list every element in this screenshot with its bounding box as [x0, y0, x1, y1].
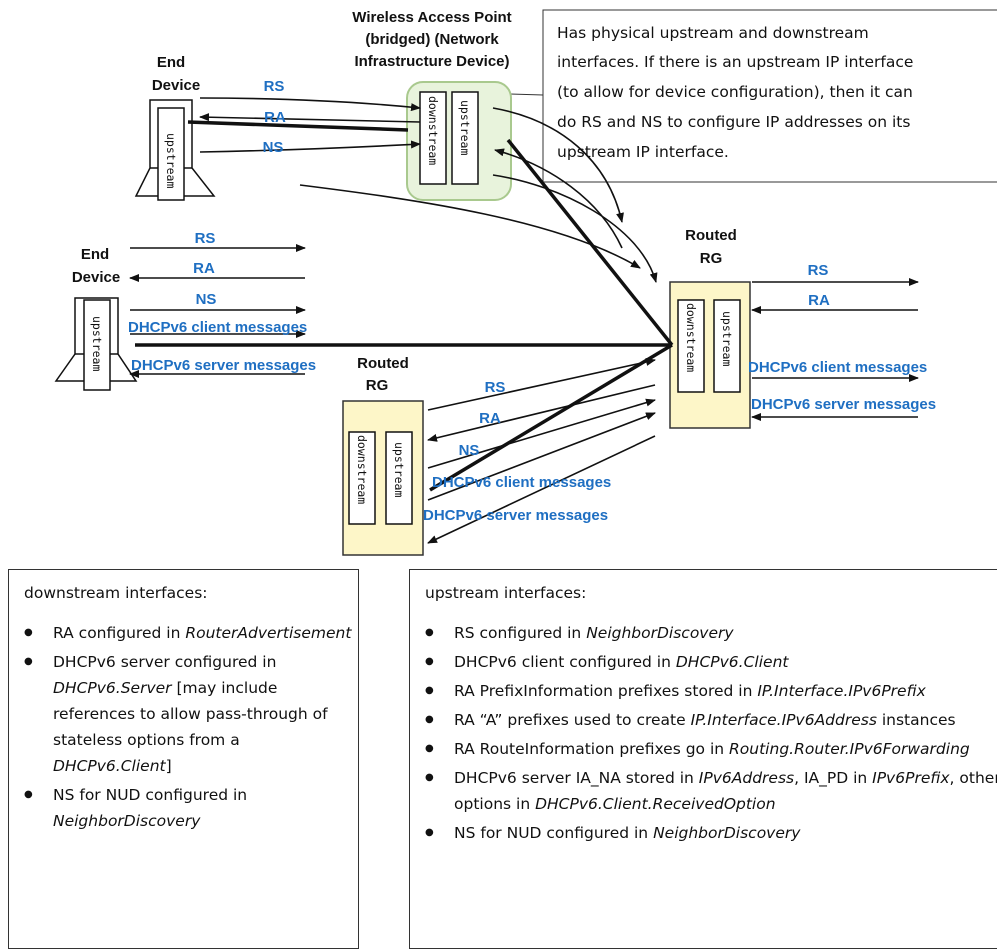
upstream-interface-label: upstream — [90, 316, 104, 371]
list-item: RA RouteInformation prefixes go in Routi… — [410, 736, 997, 762]
msg-dhcp-client: DHCPv6 client messages — [432, 474, 611, 491]
list-item: NS for NUD configured in NeighborDiscove… — [9, 782, 358, 834]
svg-text:Infrastructure Device): Infrastructure Device) — [354, 53, 509, 70]
callout-line: do RS and NS to configure IP addresses o… — [557, 113, 910, 131]
list-item: DHCPv6 server configured in DHCPv6.Serve… — [9, 649, 358, 779]
svg-text:End: End — [81, 246, 109, 263]
wap-upstream-messages — [299, 107, 658, 283]
upstream-interface-label: upstream — [458, 100, 472, 155]
routed-rg-center-messages — [427, 358, 656, 544]
msg-rs: RS — [808, 262, 829, 279]
msg-dhcp-server: DHCPv6 server messages — [423, 507, 608, 524]
msg-ra: RA — [264, 109, 286, 126]
end-device-2-messages — [129, 244, 306, 378]
upstream-list: RS configured in NeighborDiscoveryDHCPv6… — [410, 620, 997, 846]
msg-dhcp-server: DHCPv6 server messages — [131, 357, 316, 374]
downstream-heading: downstream interfaces: — [24, 584, 208, 602]
svg-text:Device: Device — [72, 269, 120, 286]
list-item: RA PrefixInformation prefixes stored in … — [410, 678, 997, 704]
svg-text:(bridged) (Network: (bridged) (Network — [365, 31, 499, 48]
list-item: RS configured in NeighborDiscovery — [410, 620, 997, 646]
msg-ra: RA — [193, 260, 215, 277]
list-item: DHCPv6 server IA_NA stored in IPv6Addres… — [410, 765, 997, 817]
wap-title: Wireless Access Point (bridged) (Network… — [352, 9, 511, 70]
svg-text:Routed: Routed — [357, 355, 409, 372]
svg-text:RG: RG — [700, 250, 723, 267]
msg-rs: RS — [264, 78, 285, 95]
upstream-heading: upstream interfaces: — [425, 584, 587, 602]
physical-links — [135, 120, 674, 492]
svg-text:Wireless Access Point: Wireless Access Point — [352, 9, 511, 26]
end-device-1: End Device upstream — [134, 54, 216, 201]
list-item: NS for NUD configured in NeighborDiscove… — [410, 820, 997, 846]
callout-line: Has physical upstream and downstream — [557, 24, 869, 42]
svg-text:Routed: Routed — [685, 227, 737, 244]
routed-rg-right: Routed RG downstream upstream — [669, 227, 751, 429]
routed-rg-right-upstream-messages — [751, 278, 919, 421]
upstream-interface-label: upstream — [164, 133, 178, 188]
msg-rs: RS — [195, 230, 216, 247]
callout-line: upstream IP interface. — [557, 143, 729, 161]
wap-callout: Has physical upstream and downstream int… — [509, 9, 997, 183]
downstream-list: RA configured in RouterAdvertisementDHCP… — [9, 620, 358, 834]
msg-dhcp-client: DHCPv6 client messages — [128, 319, 307, 336]
downstream-interface-label: downstream — [684, 303, 698, 372]
msg-ns: NS — [459, 442, 480, 459]
wireless-access-point: downstream upstream — [406, 81, 512, 201]
msg-ns: NS — [263, 139, 284, 156]
end-device-1-messages — [199, 97, 421, 153]
msg-ra: RA — [808, 292, 830, 309]
upstream-interface-label: upstream — [720, 311, 734, 366]
downstream-interface-label: downstream — [426, 96, 440, 165]
upstream-interface-label: upstream — [392, 442, 406, 497]
svg-text:RG: RG — [366, 377, 389, 394]
msg-dhcp-server: DHCPv6 server messages — [751, 396, 936, 413]
msg-dhcp-client: DHCPv6 client messages — [748, 359, 927, 376]
callout-line: interfaces. If there is an upstream IP i… — [557, 53, 913, 71]
routed-rg-center: Routed RG downstream upstream — [342, 355, 424, 556]
network-diagram: Has physical upstream and downstream int… — [54, 9, 997, 556]
list-item: DHCPv6 client configured in DHCPv6.Clien… — [410, 649, 997, 675]
svg-text:End: End — [157, 54, 185, 71]
downstream-interfaces-box: downstream interfaces: RA configured in … — [8, 569, 359, 949]
upstream-interfaces-box: upstream interfaces: RS configured in Ne… — [409, 569, 997, 949]
list-item: RA configured in RouterAdvertisement — [9, 620, 358, 646]
msg-rs: RS — [485, 379, 506, 396]
end-device-2: End Device upstream — [54, 246, 138, 391]
callout-line: (to allow for device configuration), the… — [557, 83, 913, 101]
downstream-interface-label: downstream — [355, 435, 369, 504]
msg-ra: RA — [479, 410, 501, 427]
list-item: RA “A” prefixes used to create IP.Interf… — [410, 707, 997, 733]
svg-text:Device: Device — [152, 77, 200, 94]
msg-ns: NS — [196, 291, 217, 308]
